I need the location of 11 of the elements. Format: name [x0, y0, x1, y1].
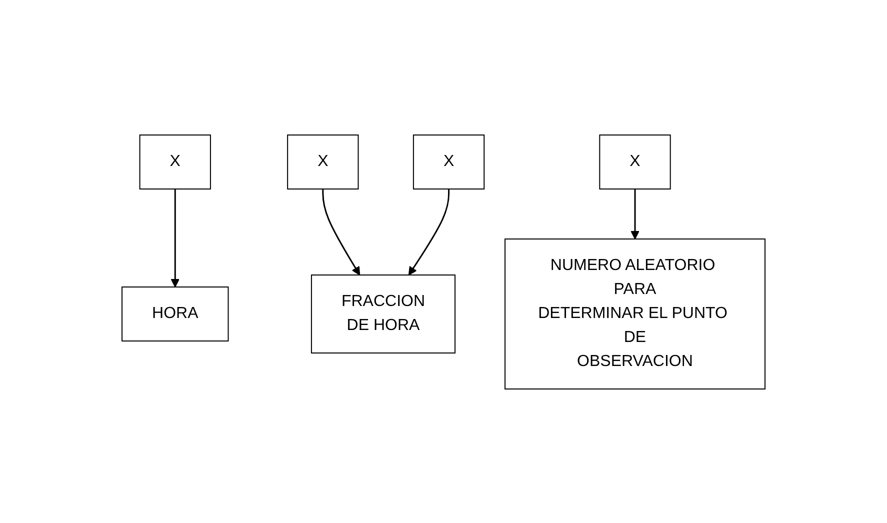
node-box: HORA — [122, 286, 229, 341]
node-box: X — [139, 134, 211, 189]
arrow — [322, 188, 360, 275]
node-box: NUMERO ALEATORIO PARA DETERMINAR EL PUNTO DE OBSERVACION — [504, 238, 766, 389]
node-box: X — [412, 134, 485, 189]
arrow — [630, 188, 640, 239]
node-box: X — [287, 134, 359, 189]
arrow — [170, 188, 180, 287]
node-box: X — [599, 134, 671, 189]
arrow — [408, 188, 450, 275]
node-box: FRACCION DE HORA — [310, 274, 456, 353]
